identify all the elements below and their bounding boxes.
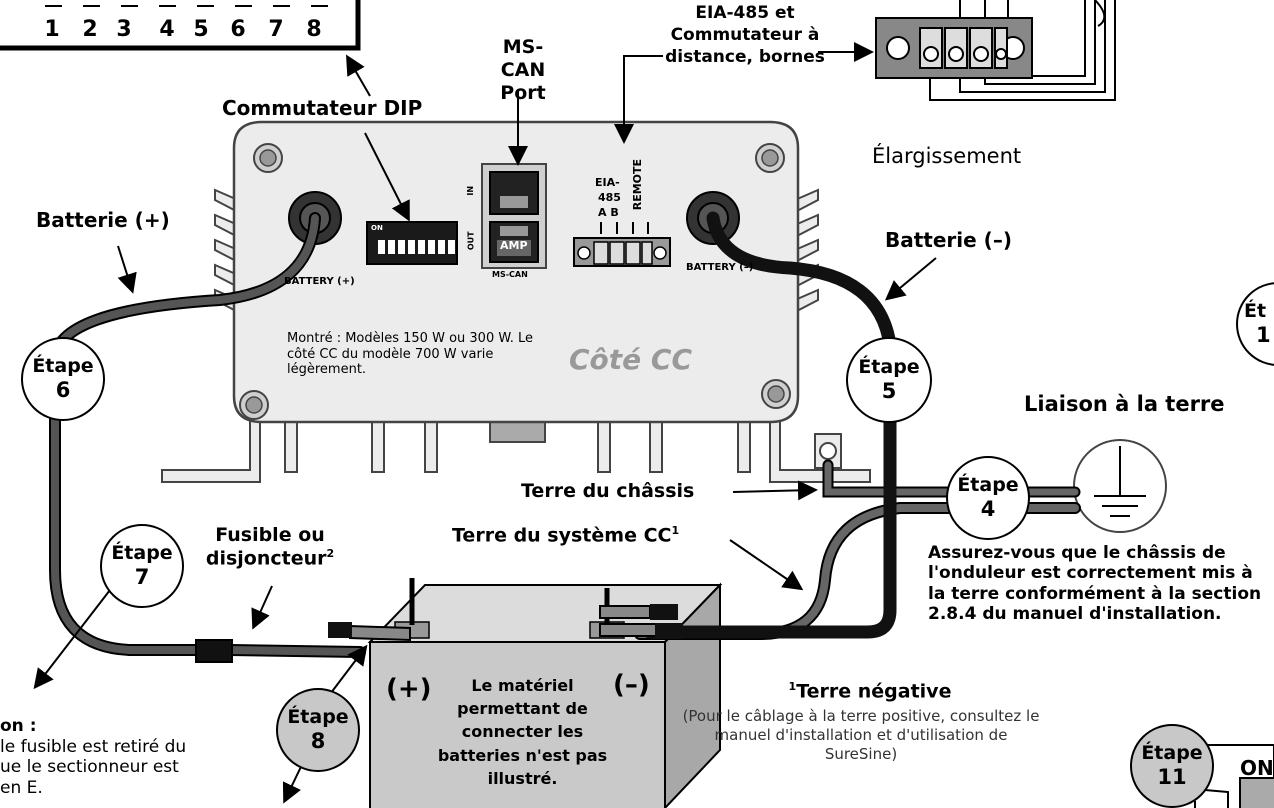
dc-system-ground-label: Terre du système CC1: [452, 524, 680, 547]
fuse-holder: [195, 639, 233, 663]
neg-ground-note: (Pour le câblage à la terre positive, co…: [682, 707, 1040, 763]
models-note: Montré : Modèles 150 W ou 300 W. Le côté…: [287, 331, 533, 378]
remote-label: REMOTE: [631, 158, 645, 211]
dip-switch: [366, 221, 458, 265]
on-switch-panel: [1167, 744, 1274, 808]
cables: [49, 211, 1081, 658]
fuse-label: Fusible ou disjoncteur2: [205, 524, 335, 570]
eia485-terminal-block: [573, 222, 671, 267]
battery-pos-port-label: BATTERY (+): [284, 276, 355, 287]
amp-label: AMP: [500, 239, 528, 252]
battery-neg-label: Batterie (–): [885, 228, 1012, 252]
ground-bond-label: Liaison à la terre: [1024, 392, 1225, 416]
battery-pos-label: Batterie (+): [36, 208, 170, 232]
inverter-housing: [161, 120, 871, 483]
enlargement-label: Élargissement: [872, 144, 1022, 168]
neg-ground-title: 1Terre négative: [788, 680, 952, 703]
eia485-terminals-label: EIA-485 et Commutateur à distance, borne…: [665, 3, 825, 68]
side-label: Côté CC: [569, 343, 693, 376]
ab-label: A B: [598, 206, 619, 219]
eia485-label: 485: [598, 191, 621, 204]
dip-number: 1: [44, 17, 59, 42]
battery-minus-label: (–): [613, 670, 650, 700]
dip-number: 2: [82, 17, 97, 42]
mscan-in-label: IN: [466, 185, 476, 196]
ground-note: Assurez-vous que le châssis de l'onduleu…: [928, 543, 1262, 625]
chassis-ground-label: Terre du châssis: [521, 480, 695, 502]
mscan-label: MS-CAN: [492, 270, 528, 279]
dip-enlargement: 1 2 3 4 5 6 7 8: [0, 0, 361, 51]
ground-symbol: [1073, 439, 1167, 533]
dip-number: 5: [193, 17, 208, 42]
dip-switch-label: Commutateur DIP: [222, 96, 423, 120]
dip-number: 8: [306, 17, 321, 42]
battery-hardware: [328, 578, 683, 642]
dip-on-label: ON: [371, 224, 383, 232]
mscan-ports: [481, 163, 547, 269]
battery-neg-port-label: BATTERY (–): [686, 262, 754, 273]
eia-label: EIA-: [595, 176, 620, 189]
dip-number: 3: [116, 17, 131, 42]
battery-note: Le matériel permettant de connecter les …: [437, 676, 608, 788]
mscan-out-label: OUT: [466, 231, 476, 251]
on-label: ON: [1240, 756, 1274, 780]
mscan-port-label: MS-CAN Port: [500, 36, 546, 104]
caution-text: le fusible est retiré du ue le sectionne…: [0, 737, 187, 798]
battery-plus-label: (+): [386, 674, 432, 704]
caution-title: on :: [0, 716, 37, 736]
terminal-enlargement: [875, 0, 1116, 101]
dip-number: 7: [268, 17, 283, 42]
dip-number: 6: [230, 17, 245, 42]
dip-number: 4: [159, 17, 174, 42]
